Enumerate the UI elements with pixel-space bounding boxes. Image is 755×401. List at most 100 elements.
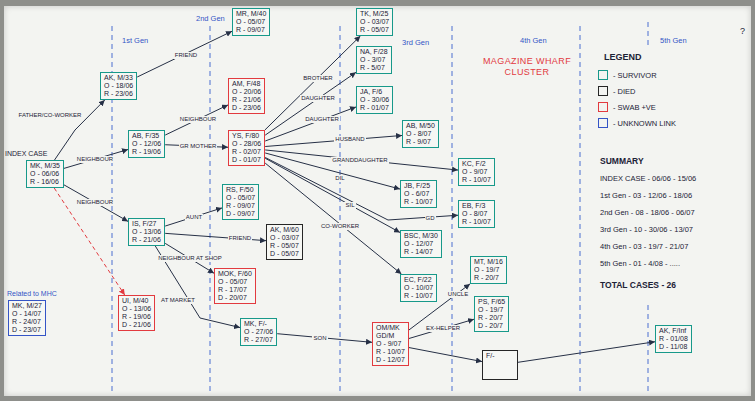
case-line: O - 3/07 xyxy=(360,56,388,64)
case-line: IS, F/27 xyxy=(132,220,161,228)
generation-divider xyxy=(648,305,649,392)
relation-label: EX-HELPER xyxy=(425,325,461,332)
contact-arrow xyxy=(265,36,360,130)
case-line: AB, M/50 xyxy=(406,122,435,130)
summary-line: 3rd Gen - 10 - 30/06 - 13/07 xyxy=(600,225,693,234)
generation-header: 4th Gen xyxy=(520,36,547,45)
legend-text: - SURVIVOR xyxy=(613,71,657,80)
case-line: O - 14/07 xyxy=(12,310,42,318)
case-heading: Related to MHC xyxy=(7,290,57,298)
case-line: D - 20/7 xyxy=(478,322,505,330)
case-box: AB, M/50O - 8/07R - 9/07 xyxy=(402,120,439,148)
generation-divider xyxy=(648,22,649,46)
case-line: R - 16/06 xyxy=(30,178,60,186)
case-line: O - 05/07 xyxy=(226,194,255,202)
contact-arrow xyxy=(137,31,232,77)
case-box: JA, F/6O - 30/06R - 01/07 xyxy=(356,86,393,114)
case-box: TK, M/25O - 03/07R - 05/07 xyxy=(356,8,393,36)
case-line: F/- xyxy=(486,352,514,360)
relation-label: UNCLE xyxy=(447,291,469,298)
case-line: R - 23/06 xyxy=(104,90,133,98)
summary-line: 1st Gen - 03 - 12/06 - 18/06 xyxy=(600,191,692,200)
case-box: PS, F/65O - 19/7R - 20/7D - 20/7 xyxy=(474,296,509,332)
case-box: AB, F/35O - 12/06R - 19/06 xyxy=(128,130,165,158)
contact-arrow xyxy=(55,100,105,160)
case-line: O - 19/7 xyxy=(474,266,503,274)
case-line: AM, F/48 xyxy=(232,80,261,88)
case-line: MK, F/- xyxy=(244,320,273,328)
case-line: D - 23/07 xyxy=(12,326,42,334)
case-box: RS, F/50O - 05/07R - 09/07D - 09/07 xyxy=(222,184,259,220)
question-mark: ? xyxy=(740,26,745,36)
case-line: JB, F/25 xyxy=(404,182,433,190)
case-line: R - 10/07 xyxy=(462,218,491,226)
case-box: EB, F/3O - 8/07R - 10/07 xyxy=(458,200,495,228)
case-box: MR, M/40O - 05/07R - 09/07 xyxy=(232,8,270,36)
case-line: MR, M/40 xyxy=(236,10,266,18)
legend-text: - DIED xyxy=(613,87,636,96)
legend-item: - DIED xyxy=(598,86,636,96)
case-line: R - 27/07 xyxy=(244,336,273,344)
case-line: D - 01/07 xyxy=(232,156,261,164)
legend-swatch xyxy=(598,102,608,112)
contact-arrow xyxy=(265,150,458,170)
case-heading: INDEX CASE xyxy=(5,150,47,158)
case-line: O - 12/06 xyxy=(132,140,161,148)
case-box: Related to MHCMK, M/27O - 14/07R - 24/07… xyxy=(8,300,46,336)
contact-arrow xyxy=(265,158,400,232)
legend-text: - SWAB +VE xyxy=(613,103,656,112)
case-line: O - 13/06 xyxy=(132,228,161,236)
case-line: YS, F/80 xyxy=(232,132,261,140)
case-box: YS, F/80O - 28/06R - 02/07D - 01/07 xyxy=(228,130,265,166)
case-line: MOK, F/60 xyxy=(218,270,252,278)
case-box: OM/MKGD/MO - 9/07R - 10/07D - 12/07 xyxy=(372,322,409,366)
contact-arrow xyxy=(54,188,125,295)
case-line: R - 17/07 xyxy=(218,286,252,294)
case-line: AK, M/60 xyxy=(270,226,299,234)
legend-swatch xyxy=(598,86,608,96)
case-line: R - 14/07 xyxy=(404,248,438,256)
generation-divider xyxy=(340,26,341,392)
case-line: O - 8/07 xyxy=(406,130,435,138)
relation-label: NEIGHBOUR xyxy=(179,116,217,123)
case-line: R - 10/07 xyxy=(404,198,433,206)
case-line: O - 27/06 xyxy=(244,328,273,336)
case-line: EB, F/3 xyxy=(462,202,491,210)
case-line: O - 03/07 xyxy=(360,18,389,26)
case-line: O - 06/06 xyxy=(30,170,60,178)
case-line: D - 21/06 xyxy=(122,321,151,329)
case-line: KC, F/2 xyxy=(462,160,491,168)
case-line: R - 20/7 xyxy=(474,274,503,282)
generation-divider xyxy=(210,26,211,392)
case-line: O - 18/06 xyxy=(104,82,133,90)
case-line: D - 05/07 xyxy=(270,250,299,258)
legend-item: - SURVIVOR xyxy=(598,70,657,80)
case-line: D - 12/07 xyxy=(376,356,405,364)
relation-label: FRIEND xyxy=(228,235,252,242)
case-line: O - 8/07 xyxy=(462,210,491,218)
relation-label: DAUGHTER xyxy=(300,95,336,102)
case-line: MK, M/35 xyxy=(30,162,60,170)
generation-header: 2nd Gen xyxy=(196,14,225,23)
case-line: O - 30/06 xyxy=(360,96,389,104)
case-line: R - 19/06 xyxy=(132,148,161,156)
case-line: BSC, M/30 xyxy=(404,232,438,240)
case-line: O - 05/07 xyxy=(218,278,252,286)
case-line: AK, M/33 xyxy=(104,74,133,82)
case-line: R - 24/07 xyxy=(12,318,42,326)
relation-label: NEIGHBOUR xyxy=(76,199,114,206)
case-line: O - 28/06 xyxy=(232,140,261,148)
relation-label: FRIEND xyxy=(174,52,198,59)
contact-arrow xyxy=(265,157,458,220)
case-box: AK, M/33O - 18/06R - 23/06 xyxy=(100,72,137,100)
contact-arrow xyxy=(64,149,128,168)
relation-label: HUSBAND xyxy=(334,136,365,143)
legend-item: - SWAB +VE xyxy=(598,102,656,112)
relation-label: GR MOTHER xyxy=(179,143,218,150)
relation-label: SON xyxy=(312,335,327,342)
case-line: O - 9/07 xyxy=(376,340,405,348)
contact-arrow xyxy=(265,72,356,135)
case-line: O - 20/06 xyxy=(232,88,261,96)
summary-line: INDEX CASE - 06/06 - 15/06 xyxy=(600,174,696,183)
generation-divider xyxy=(580,26,581,392)
